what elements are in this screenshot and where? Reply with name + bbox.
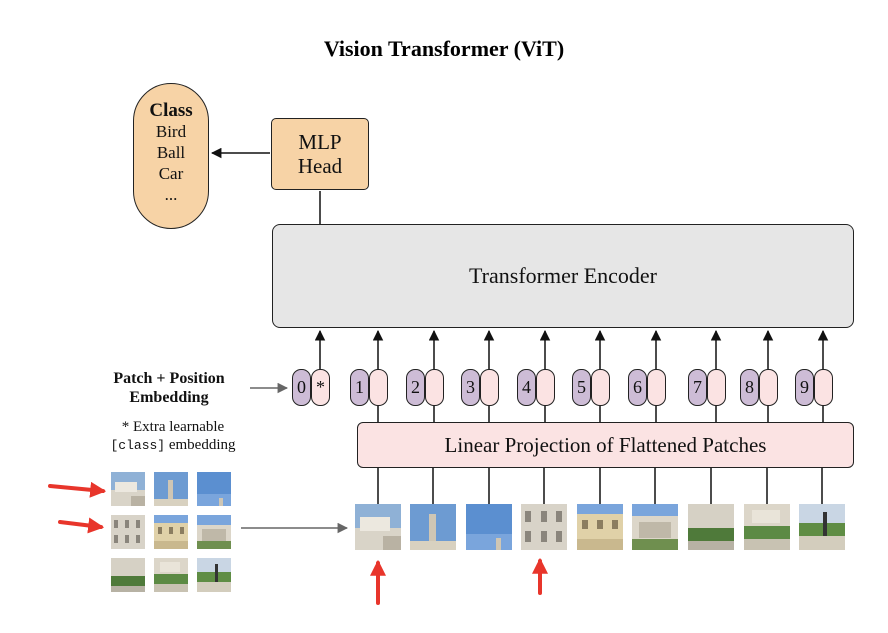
extra-class-embedding-note: * Extra learnable [class] embedding xyxy=(84,418,262,455)
patch-embedding-4 xyxy=(536,369,555,406)
red-arrow-grid-row2 xyxy=(58,517,105,534)
extra-note-line2: embedding xyxy=(165,437,236,453)
mlp-head-line1: MLP xyxy=(298,130,342,154)
patch-image-2 xyxy=(410,504,456,550)
grid-patch-9 xyxy=(197,558,231,592)
class-item-bird: Bird xyxy=(155,122,187,141)
patch-embedding-5 xyxy=(591,369,610,406)
red-arrow-grid-row1 xyxy=(48,481,107,498)
mlp-head-line2: Head xyxy=(297,154,343,178)
class-item-ellipsis: ... xyxy=(164,185,178,204)
patch-embedding-9 xyxy=(814,369,833,406)
position-token-9: 9 xyxy=(795,369,814,406)
position-token-0: 0 xyxy=(292,369,311,406)
patch-image-4 xyxy=(521,504,567,550)
position-token-6: 6 xyxy=(628,369,647,406)
position-token-2: 2 xyxy=(406,369,425,406)
patch-embedding-6 xyxy=(647,369,666,406)
grid-patch-1 xyxy=(111,472,145,506)
patch-position-embedding-label: Patch + Position Embedding xyxy=(82,369,256,407)
linear-projection-box: Linear Projection of Flattened Patches xyxy=(357,422,854,468)
patch-embedding-1 xyxy=(369,369,388,406)
position-token-8: 8 xyxy=(740,369,759,406)
position-token-3: 3 xyxy=(461,369,480,406)
grid-patch-3 xyxy=(197,472,231,506)
embedding-label-line1: Patch + Position xyxy=(113,370,225,387)
patch-image-6 xyxy=(632,504,678,550)
grid-patch-7 xyxy=(111,558,145,592)
position-token-1: 1 xyxy=(350,369,369,406)
transformer-encoder-label: Transformer Encoder xyxy=(469,263,657,288)
position-token-4: 4 xyxy=(517,369,536,406)
diagram-title: Vision Transformer (ViT) xyxy=(323,36,565,61)
grid-patch-8 xyxy=(154,558,188,592)
class-header: Class xyxy=(149,100,193,121)
grid-patch-2 xyxy=(154,472,188,506)
transformer-encoder-box: Transformer Encoder xyxy=(272,224,854,328)
grid-patch-6 xyxy=(197,515,231,549)
class-output-box: Class Bird Ball Car ... xyxy=(133,83,209,229)
patch-image-5 xyxy=(577,504,623,550)
embedding-label-line2: Embedding xyxy=(129,389,209,406)
patch-image-8 xyxy=(744,504,790,550)
patch-image-7 xyxy=(688,504,734,550)
grid-patch-5 xyxy=(154,515,188,549)
patch-embedding-7 xyxy=(707,369,726,406)
extra-note-line1: * Extra learnable xyxy=(121,419,225,435)
linear-projection-label: Linear Projection of Flattened Patches xyxy=(444,432,767,457)
patch-embedding-3 xyxy=(480,369,499,406)
patch-image-1 xyxy=(355,504,401,550)
patch-image-9 xyxy=(799,504,845,550)
mlp-head-box: MLP Head xyxy=(271,118,369,190)
patch-image-3 xyxy=(466,504,512,550)
position-token-5: 5 xyxy=(572,369,591,406)
patch-embedding-8 xyxy=(759,369,778,406)
position-token-7: 7 xyxy=(688,369,707,406)
class-item-car: Car xyxy=(158,164,184,183)
grid-patch-4 xyxy=(111,515,145,549)
class-token-embedding: * xyxy=(311,369,330,406)
extra-note-class-code: [class] xyxy=(110,438,166,453)
class-item-ball: Ball xyxy=(156,143,186,162)
patch-embedding-2 xyxy=(425,369,444,406)
